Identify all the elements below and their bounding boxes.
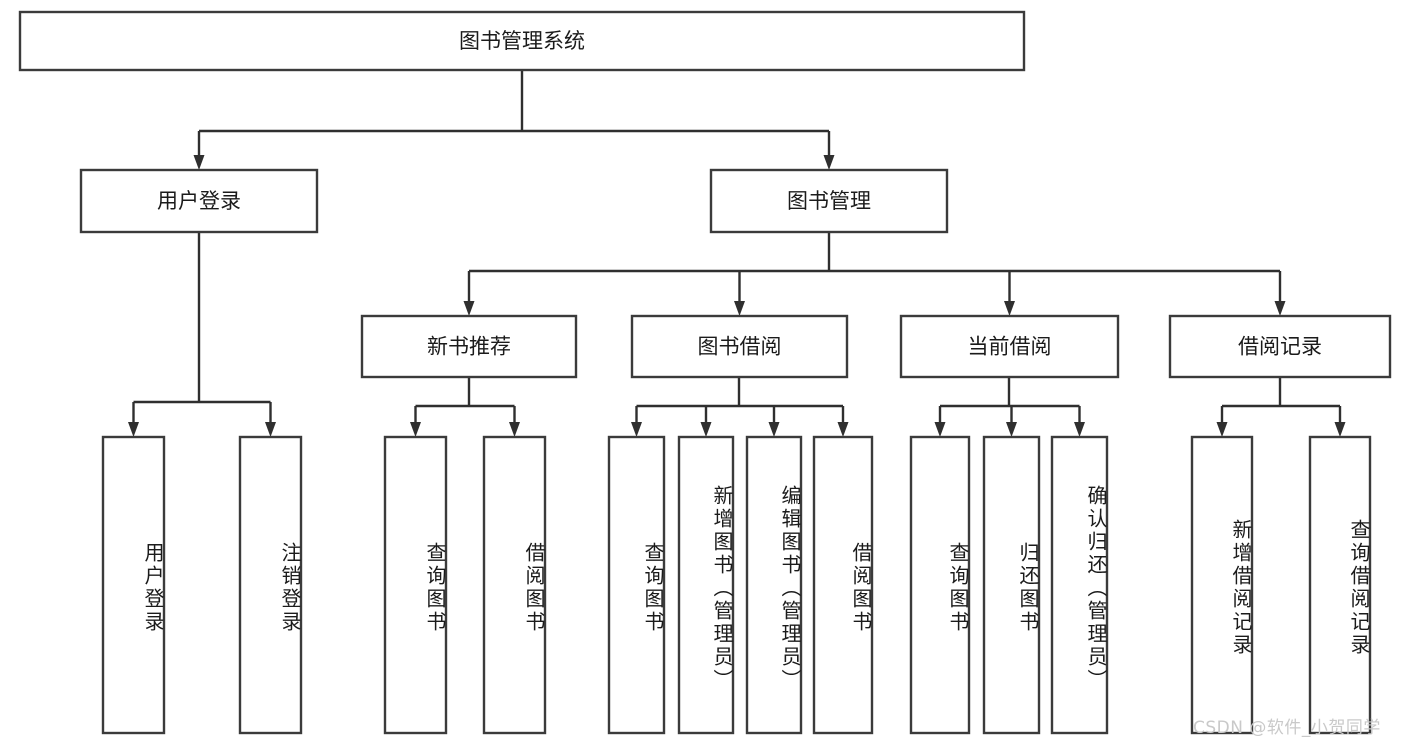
node-box-leaf-edit-book-admin[interactable] — [745, 435, 803, 735]
node-box-leaf-confirm-return-admin[interactable] — [1050, 435, 1109, 735]
arrow-head — [265, 422, 276, 437]
arrow-head — [934, 422, 946, 437]
connector-bookmanage-to-level2 — [463, 232, 1286, 316]
node-box-current-borrow[interactable] — [899, 314, 1120, 379]
node-box-new-book-recommend[interactable] — [360, 314, 578, 379]
node-box-borrow-record[interactable] — [1168, 314, 1392, 379]
node-box-leaf-query-book-current[interactable] — [909, 435, 971, 735]
node-box-leaf-borrow-book-recommend[interactable] — [482, 435, 547, 735]
node-label-current-borrow: 当前借阅 — [968, 335, 1052, 359]
node-box-root[interactable] — [18, 10, 1026, 72]
connector-root-to-level1 — [193, 70, 835, 170]
connectors-layer — [128, 70, 1346, 437]
connector-record-to-leaves — [1216, 377, 1346, 437]
arrow-head — [823, 155, 835, 170]
arrow-head — [128, 422, 139, 437]
connector-current-to-leaves — [934, 377, 1085, 437]
node-box-leaf-add-book-admin[interactable] — [677, 435, 735, 735]
arrow-head — [631, 422, 642, 437]
connector-borrow-to-leaves — [631, 377, 849, 437]
arrow-head — [837, 422, 849, 437]
node-box-leaf-query-borrow-record[interactable] — [1308, 435, 1372, 735]
node-label-new-book-recommend: 新书推荐 — [427, 335, 511, 359]
arrow-head — [1004, 301, 1015, 316]
connector-recommend-to-leaves — [410, 377, 520, 437]
node-label-user-login: 用户登录 — [157, 189, 241, 213]
node-box-book-borrow[interactable] — [630, 314, 849, 379]
node-box-leaf-logout-login[interactable] — [238, 435, 303, 735]
arrow-head — [509, 422, 520, 437]
arrow-head — [700, 422, 712, 437]
node-box-leaf-return-book[interactable] — [982, 435, 1041, 735]
node-box-user-login[interactable] — [79, 168, 319, 234]
arrow-head — [1334, 422, 1346, 437]
node-boxes-layer — [18, 10, 1392, 735]
arrow-head — [193, 155, 205, 170]
arrow-head — [1274, 301, 1286, 316]
node-box-book-manage[interactable] — [709, 168, 949, 234]
arrow-head — [734, 301, 745, 316]
node-label-book-manage: 图书管理 — [787, 189, 871, 213]
node-box-leaf-user-login[interactable] — [101, 435, 166, 735]
node-box-leaf-add-borrow-record[interactable] — [1190, 435, 1254, 735]
arrow-head — [768, 422, 780, 437]
node-box-leaf-query-book-recommend[interactable] — [383, 435, 448, 735]
connector-userlogin-to-leaves — [128, 232, 276, 437]
node-label-root: 图书管理系统 — [459, 29, 585, 53]
arrow-head — [463, 301, 475, 316]
node-label-borrow-record: 借阅记录 — [1238, 335, 1322, 359]
arrow-head — [410, 422, 421, 437]
node-box-leaf-borrow-book[interactable] — [812, 435, 874, 735]
node-label-book-borrow: 图书借阅 — [698, 335, 782, 359]
arrow-head — [1074, 422, 1085, 437]
csdn-watermark: CSDN @软件_小贺同学 — [1193, 718, 1381, 738]
node-box-leaf-query-book-borrow[interactable] — [607, 435, 666, 735]
arrow-head — [1216, 422, 1228, 437]
arrow-head — [1006, 422, 1017, 437]
